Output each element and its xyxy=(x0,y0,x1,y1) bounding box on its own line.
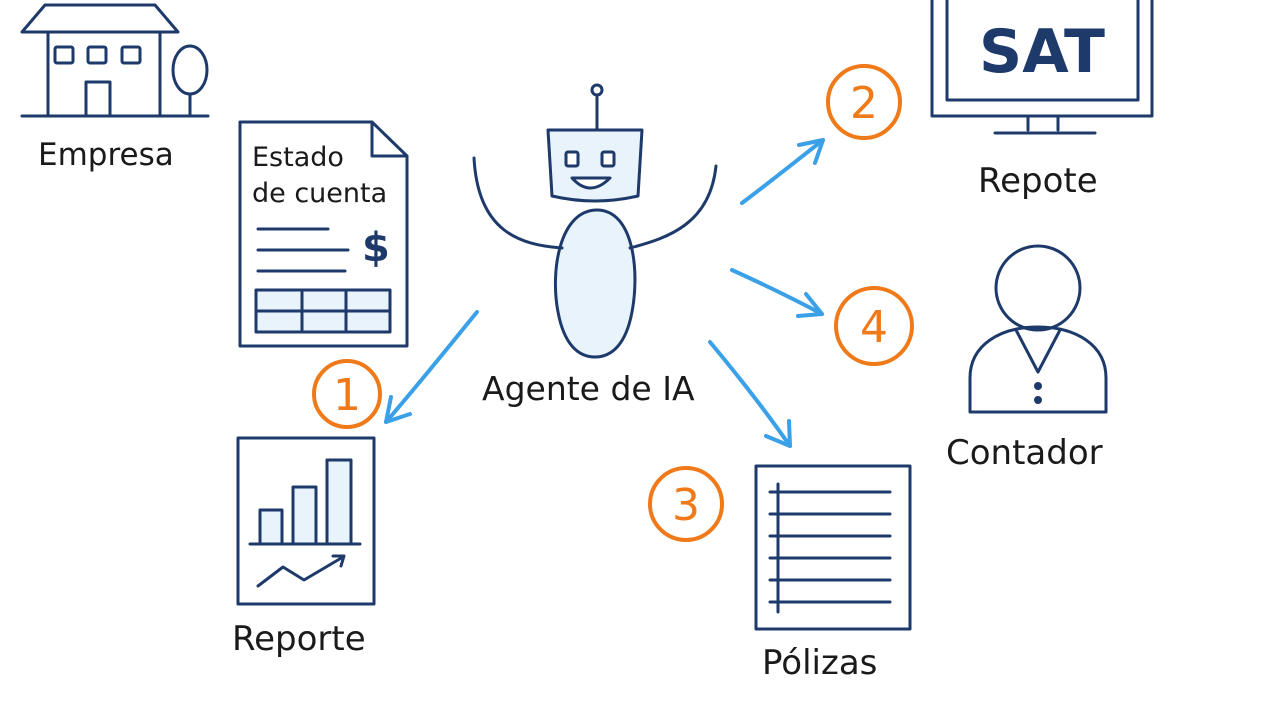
step-marker-3: 3 xyxy=(648,466,724,542)
step-marker-2: 2 xyxy=(826,64,902,140)
step-number-1: 1 xyxy=(333,370,361,421)
building-icon xyxy=(20,3,210,118)
label-contador: Contador xyxy=(946,433,1103,473)
ledger-list-icon xyxy=(754,464,912,631)
arrow-to-sat xyxy=(740,138,825,205)
step-marker-1: 1 xyxy=(312,359,382,429)
step-marker-4: 4 xyxy=(834,286,914,366)
label-empresa: Empresa xyxy=(38,137,174,173)
label-reporte: Reporte xyxy=(232,619,366,659)
bar-chart-report-icon xyxy=(236,436,376,606)
monitor-icon: SAT xyxy=(930,0,1154,135)
robot-icon xyxy=(472,83,718,359)
label-estado-line1: Estado xyxy=(252,142,344,173)
label-agente: Agente de IA xyxy=(482,369,695,408)
arrow-to-polizas xyxy=(708,340,792,448)
arrow-to-reporte xyxy=(384,310,479,424)
sat-text: SAT xyxy=(979,17,1105,87)
label-polizas: Pólizas xyxy=(762,643,878,683)
step-number-4: 4 xyxy=(860,302,888,353)
step-number-3: 3 xyxy=(672,480,700,531)
label-estado-line2: de cuenta xyxy=(252,178,388,209)
arrow-to-contador xyxy=(730,268,824,318)
step-number-2: 2 xyxy=(850,78,878,129)
bank-statement-icon: $ xyxy=(238,120,409,348)
label-repote: Repote xyxy=(978,161,1098,201)
person-icon xyxy=(968,244,1108,414)
dollar-sign: $ xyxy=(362,225,390,271)
